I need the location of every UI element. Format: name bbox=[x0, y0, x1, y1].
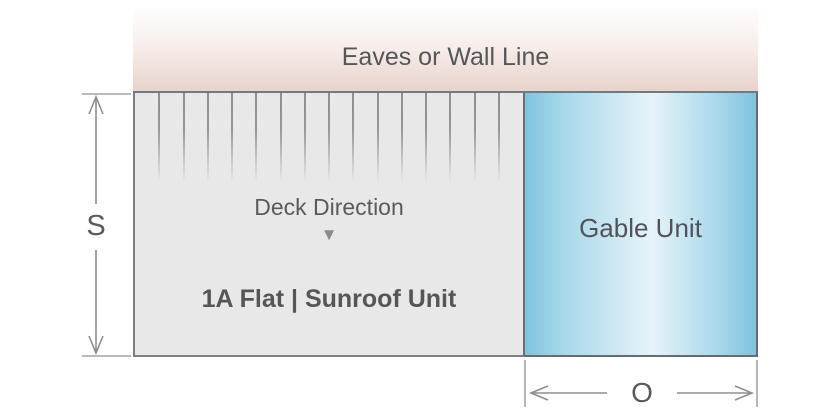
hash-mark bbox=[255, 93, 258, 182]
hash-mark bbox=[497, 93, 500, 182]
deck-unit-box: Deck Direction ▼ 1A Flat | Sunroof Unit bbox=[133, 93, 525, 357]
hash-mark bbox=[231, 93, 233, 182]
deck-unit-label: 1A Flat | Sunroof Unit bbox=[201, 285, 457, 313]
hash-mark bbox=[473, 93, 476, 182]
eaves-band: Eaves or Wall Line bbox=[133, 0, 758, 93]
s-dimension-label: S bbox=[86, 210, 106, 242]
hash-mark bbox=[303, 93, 306, 182]
gable-unit-label: Gable Unit bbox=[579, 213, 702, 243]
hash-mark bbox=[182, 93, 185, 182]
hash-mark bbox=[400, 93, 403, 182]
hash-mark bbox=[279, 93, 282, 182]
hash-mark bbox=[352, 93, 355, 182]
deck-direction-label: Deck Direction bbox=[254, 194, 404, 220]
hash-mark bbox=[328, 93, 330, 182]
s-arrowhead-down bbox=[88, 335, 104, 356]
hash-mark bbox=[206, 93, 209, 182]
hash-mark bbox=[425, 93, 427, 182]
o-arrowhead-left bbox=[528, 385, 549, 401]
hash-mark bbox=[449, 93, 452, 182]
gable-unit-box: Gable Unit bbox=[525, 93, 758, 357]
down-arrow-icon: ▼ bbox=[320, 225, 338, 244]
hash-mark bbox=[158, 93, 161, 182]
hash-mark bbox=[376, 93, 379, 182]
o-arrowhead-right bbox=[734, 385, 755, 401]
o-dimension-label: O bbox=[631, 377, 653, 408]
s-arrowhead-up bbox=[88, 94, 104, 115]
eaves-label: Eaves or Wall Line bbox=[341, 43, 550, 71]
